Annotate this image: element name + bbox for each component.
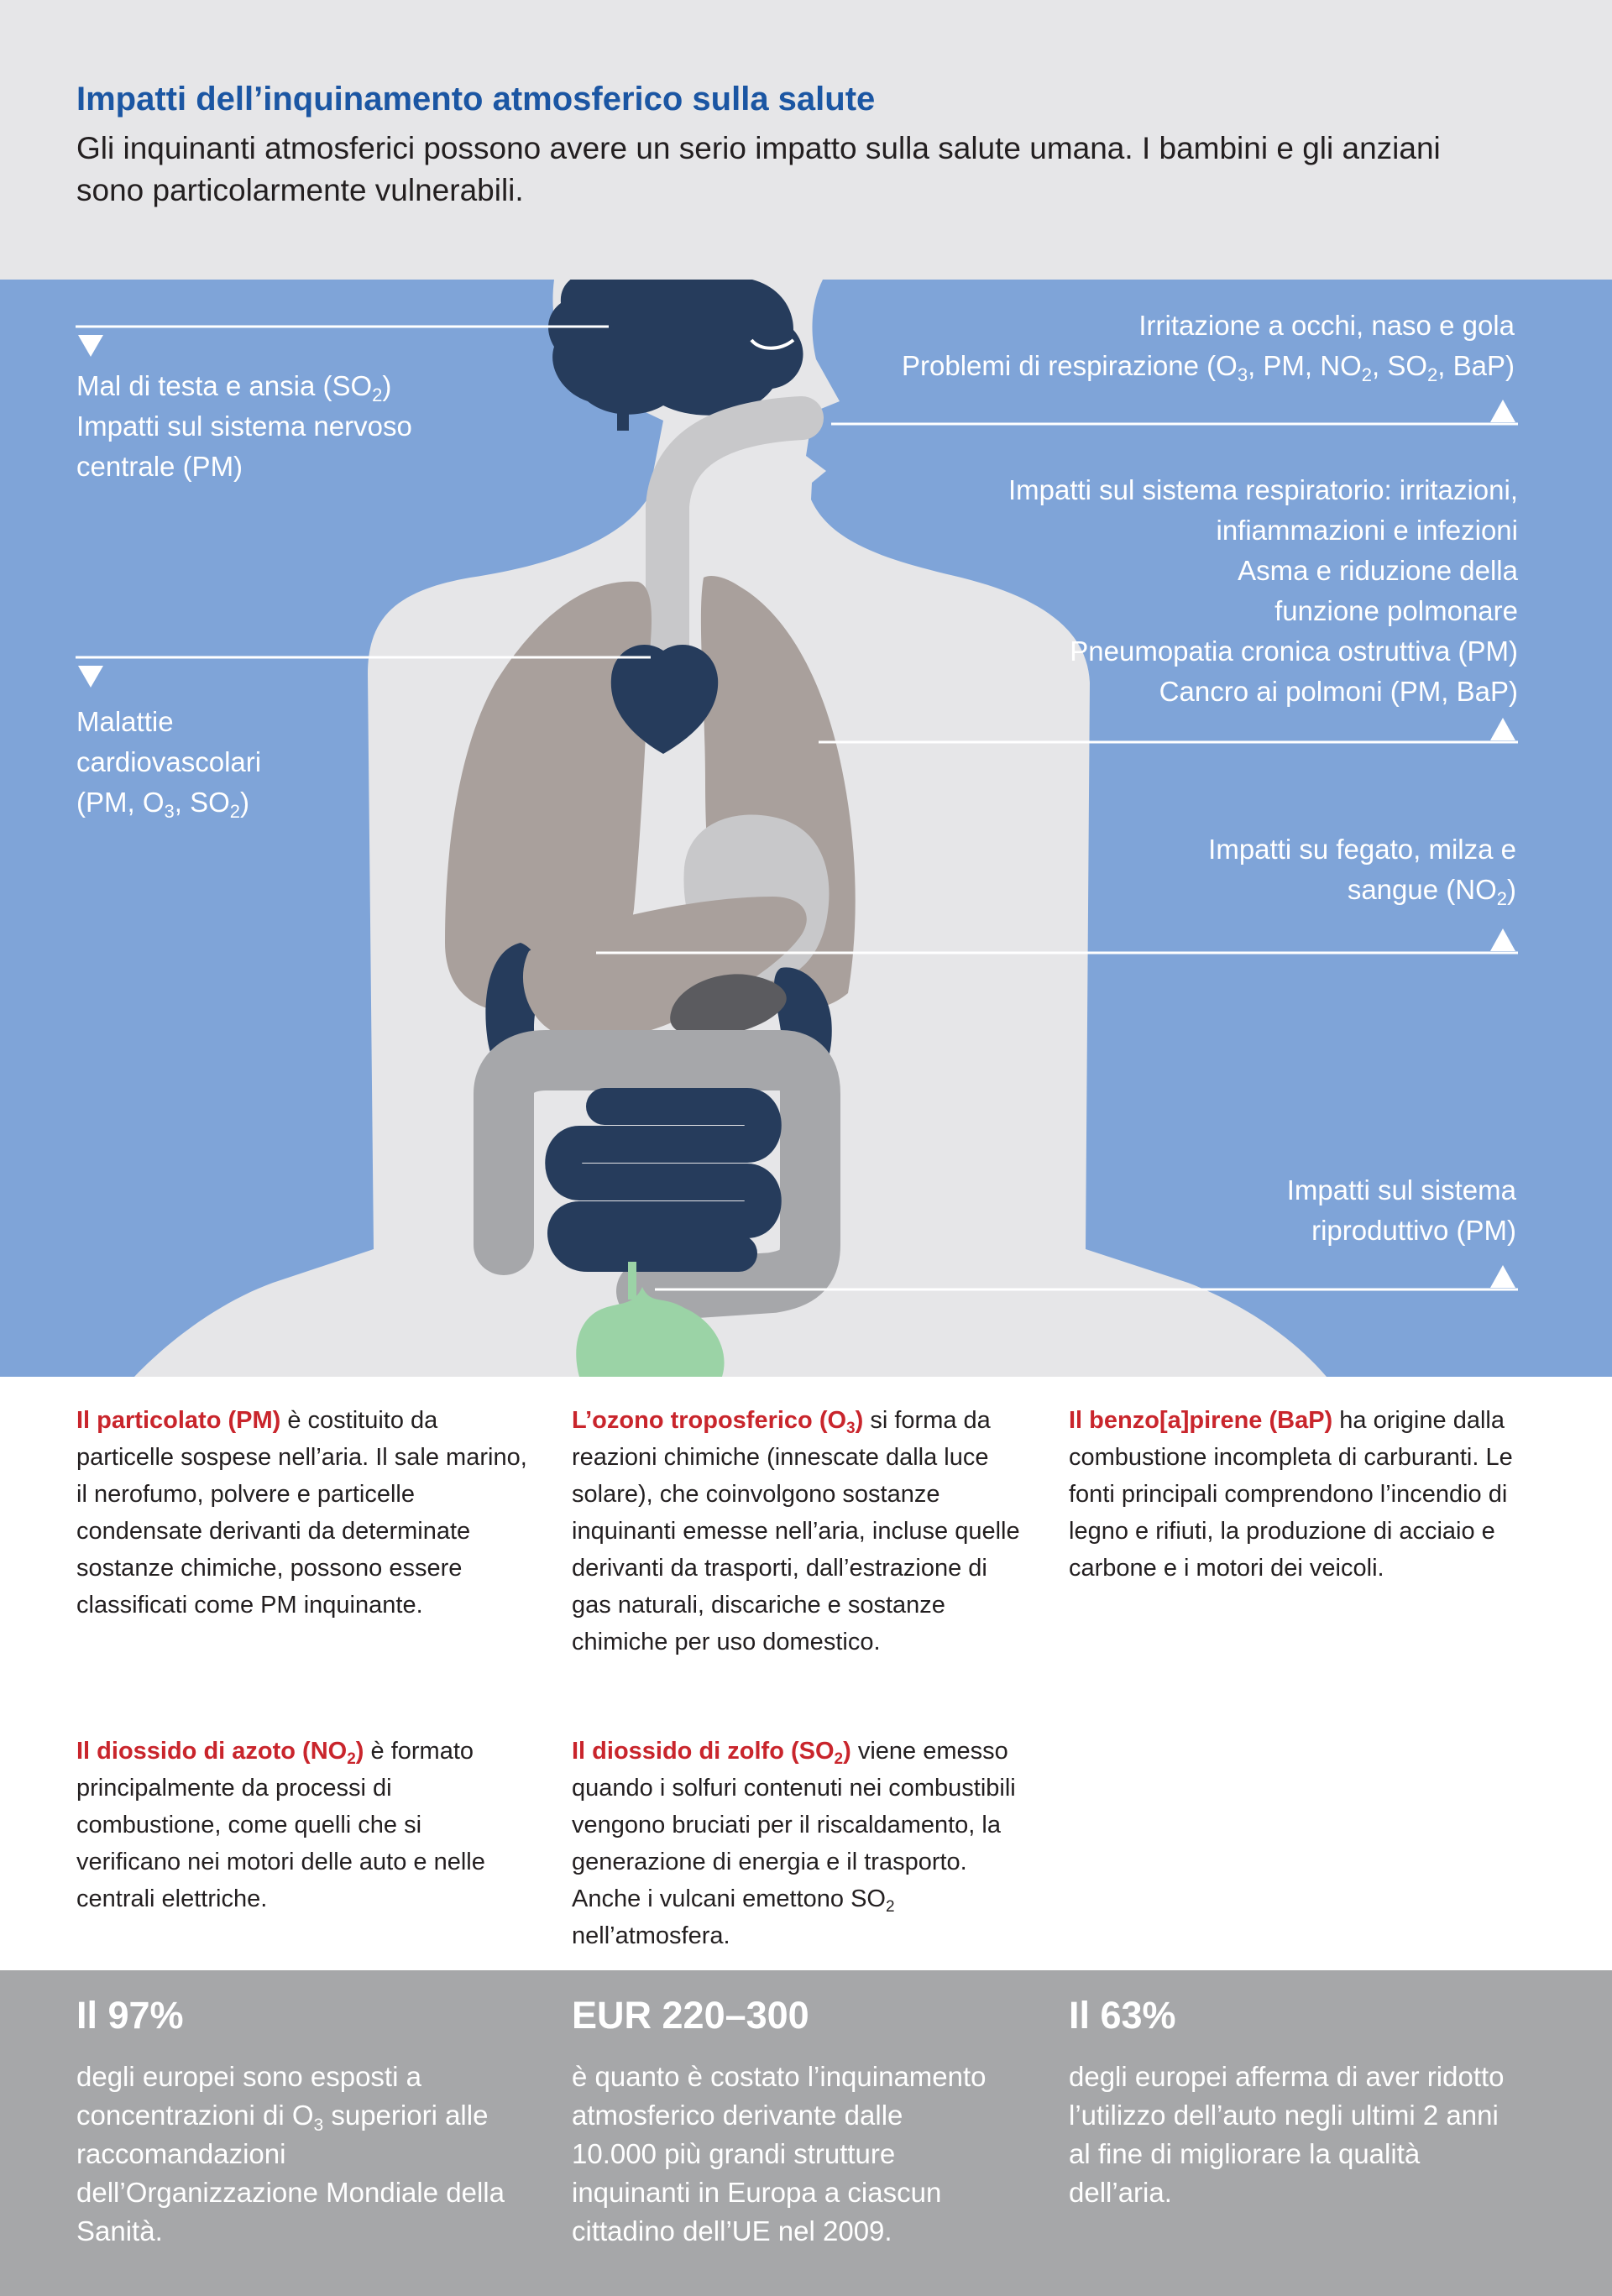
stat-63-head: Il 63% <box>1069 1994 1176 2037</box>
stat-97-text: degli europei sono esposti a concentrazi… <box>76 2061 505 2246</box>
liver <box>522 897 807 1041</box>
stat-97-percent: Il 97% degli europei sono esposti a conc… <box>76 1990 530 2251</box>
label-head-effects: Mal di testa e ansia (SO2) Impatti sul s… <box>76 370 412 482</box>
label-cardiovascular: Malattie cardiovascolari (PM, O3, SO2) <box>76 706 262 822</box>
stat-63-percent: Il 63% degli europei afferma di aver rid… <box>1069 1990 1522 2212</box>
fact-o3: L’ozono troposferico (O3) si forma da re… <box>572 1407 1020 1655</box>
fact-so2-term: Il diossido di zolfo (SO2) <box>572 1738 851 1768</box>
label-respiratory: Impatti sul sistema respiratorio: irrita… <box>1008 474 1518 707</box>
small-intestine <box>545 1088 782 1272</box>
stat-97-head: Il 97% <box>76 1994 184 2037</box>
stat-eur-cost: EUR 220–300 è quanto è costato l’inquina… <box>572 1990 992 2251</box>
large-intestine <box>474 1030 840 1321</box>
fact-no2: Il diossido di azoto (NO2) è formato pri… <box>76 1738 485 1912</box>
fact-pm-term: Il particolato (PM) <box>76 1407 281 1434</box>
heart <box>610 644 719 754</box>
arrow-head-down <box>78 335 103 357</box>
brain <box>548 280 803 416</box>
stat-eur-head: EUR 220–300 <box>572 1994 809 2037</box>
fact-bap-term: Il benzo[a]pirene (BaP) <box>1069 1407 1333 1434</box>
fact-o3-term: L’ozono troposferico (O3) <box>572 1407 864 1437</box>
human-body-illustration <box>76 280 1518 1377</box>
pollutant-facts: Il particolato (PM) è costituito da part… <box>0 1377 1612 1970</box>
arrow-repro-up <box>1490 1265 1515 1288</box>
fact-bap: Il benzo[a]pirene (BaP) ha origine dalla… <box>1069 1407 1513 1582</box>
label-liver-spleen: Impatti su fegato, milza e sangue (NO2) <box>1208 834 1516 909</box>
reproductive-organ <box>576 1287 725 1377</box>
arrow-lungs-up <box>1490 718 1515 740</box>
left-lung <box>445 581 652 1012</box>
fact-no2-term: Il diossido di azoto (NO2) <box>76 1738 364 1768</box>
arrow-heart-down <box>78 666 103 688</box>
label-eyes-breathing: Irritazione a occhi, naso e gola Problem… <box>902 310 1515 385</box>
statistics-band: Il 97% degli europei sono esposti a conc… <box>0 1970 1612 2296</box>
arrow-liver-up <box>1490 928 1515 951</box>
arrow-mouth-up <box>1490 400 1515 422</box>
page-title: Impatti dell’inquinamento atmosferico su… <box>76 81 876 118</box>
stat-eur-text: è quanto è costato l’inquinamento atmosf… <box>572 2061 987 2246</box>
fact-so2: Il diossido di zolfo (SO2) viene emesso … <box>572 1738 1016 1949</box>
stat-63-text: degli europei afferma di aver ridotto l’… <box>1069 2061 1505 2208</box>
reproductive-stem <box>628 1262 636 1300</box>
esophagus <box>646 396 824 667</box>
label-reproductive: Impatti sul sistema riproduttivo (PM) <box>1286 1174 1516 1246</box>
brain-stem <box>617 389 629 431</box>
spleen <box>670 974 787 1037</box>
header: Impatti dell’inquinamento atmosferico su… <box>0 0 1612 280</box>
mouth <box>750 338 795 350</box>
page-subtitle: Gli inquinanti atmosferici possono avere… <box>76 131 1441 207</box>
fact-pm: Il particolato (PM) è costituito da part… <box>76 1407 527 1619</box>
